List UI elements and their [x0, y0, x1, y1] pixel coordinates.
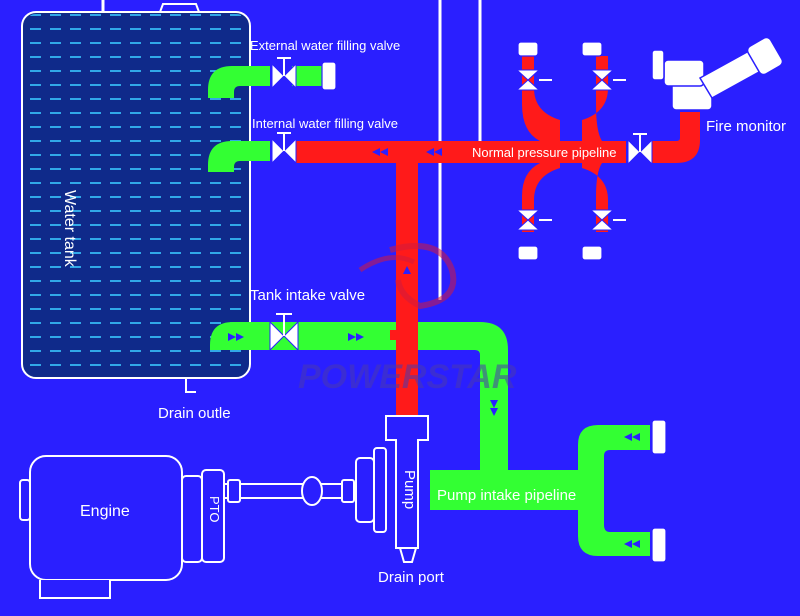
label-engine: Engine: [80, 503, 130, 520]
drain-outlet-pipe: [185, 378, 196, 393]
powerstar-watermark: POWERSTAR: [298, 243, 517, 396]
watermark-text: POWERSTAR: [298, 358, 517, 396]
label-normal-pipeline: Normal pressure pipeline: [472, 145, 617, 160]
label-pump-intake-pipeline: Pump intake pipeline: [437, 487, 577, 504]
label-drain-port: Drain port: [378, 569, 444, 586]
label-tank-intake-valve: Tank intake valve: [250, 287, 366, 304]
label-pto: PTO: [207, 496, 222, 523]
label-drain-outlet: Drain outle: [158, 405, 231, 422]
pump-intake-pipeline: [208, 66, 650, 556]
pump-device: [355, 415, 429, 563]
valve-external-filling: [271, 57, 297, 90]
label-external-valve: External water filling valve: [250, 38, 401, 53]
label-fire-monitor: Fire monitor: [706, 118, 787, 135]
drive-shaft: [223, 476, 357, 506]
label-internal-valve: Internal water filling valve: [252, 116, 398, 131]
label-pump: Pump: [401, 470, 418, 510]
valve-tank-intake: [269, 313, 299, 352]
flow-arrows: [228, 148, 640, 548]
engine-block: [19, 455, 203, 599]
couplings: [321, 41, 667, 563]
fire-monitor-device: [651, 36, 784, 111]
normal-pressure-pipeline: [296, 56, 700, 416]
valve-internal-filling: [271, 132, 297, 165]
water-tank: [21, 3, 251, 379]
label-water-tank: Water tank: [61, 190, 78, 267]
valves-outlets: [515, 69, 626, 231]
valve-fire-monitor: [627, 133, 653, 166]
